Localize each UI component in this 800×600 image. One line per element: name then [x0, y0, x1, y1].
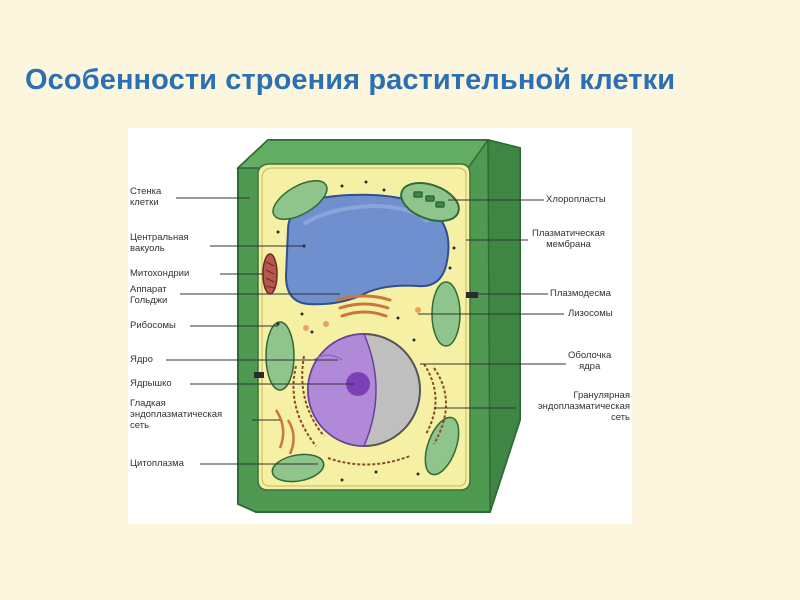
label-cytoplasm: Цитоплазма [130, 458, 184, 469]
label-cell-wall-line1: Стенка [130, 186, 161, 197]
label-central-vacuole-line1: Центральная [130, 232, 189, 243]
label-smooth-er: Гладкая эндоплазматическая сеть [130, 398, 222, 431]
label-rough-er: Гранулярная эндоплазматическая сеть [518, 390, 630, 423]
plant-cell-illustration [128, 128, 632, 524]
label-smooth-er-line3: сеть [130, 420, 222, 431]
label-cell-wall: Стенка клетки [130, 186, 161, 208]
label-lysosomes: Лизосомы [568, 308, 613, 319]
label-cell-wall-line2: клетки [130, 197, 161, 208]
label-rough-er-line3: сеть [518, 412, 630, 423]
label-chloroplasts: Хлоропласты [546, 194, 606, 205]
label-plasma-membrane-line1: Плазматическая [532, 228, 605, 239]
label-nucleolus: Ядрышко [130, 378, 172, 389]
label-plasma-membrane-line2: мембрана [532, 239, 605, 250]
plasmodesma-right [466, 292, 478, 298]
label-golgi: Аппарат Гольджи [130, 284, 167, 306]
slide-title: Особенности строения растительной клетки [25, 64, 675, 97]
label-plasma-membrane: Плазматическая мембрана [532, 228, 605, 250]
label-mitochondria: Митохондрии [130, 268, 189, 279]
plant-cell-diagram: Стенка клетки Центральная вакуоль Митохо… [128, 128, 632, 524]
cell-wall-side [488, 140, 520, 512]
mitochondrion [263, 254, 277, 294]
label-golgi-line2: Гольджи [130, 295, 167, 306]
label-nuclear-envelope-line1: Оболочка [568, 350, 611, 361]
label-rough-er-line1: Гранулярная [518, 390, 630, 401]
label-central-vacuole: Центральная вакуоль [130, 232, 189, 254]
label-golgi-line1: Аппарат [130, 284, 167, 295]
plasmodesma-left [254, 372, 264, 378]
nucleus [308, 334, 420, 446]
label-nucleus: Ядро [130, 354, 153, 365]
label-central-vacuole-line2: вакуоль [130, 243, 189, 254]
label-smooth-er-line1: Гладкая [130, 398, 222, 409]
label-smooth-er-line2: эндоплазматическая [130, 409, 222, 420]
label-plasmodesma: Плазмодесма [550, 288, 611, 299]
label-ribosomes: Рибосомы [130, 320, 176, 331]
label-nuclear-envelope-line2: ядра [568, 361, 611, 372]
chloroplast-left-mid [266, 322, 294, 390]
label-nuclear-envelope: Оболочка ядра [568, 350, 611, 372]
label-rough-er-line2: эндоплазматическая [518, 401, 630, 412]
